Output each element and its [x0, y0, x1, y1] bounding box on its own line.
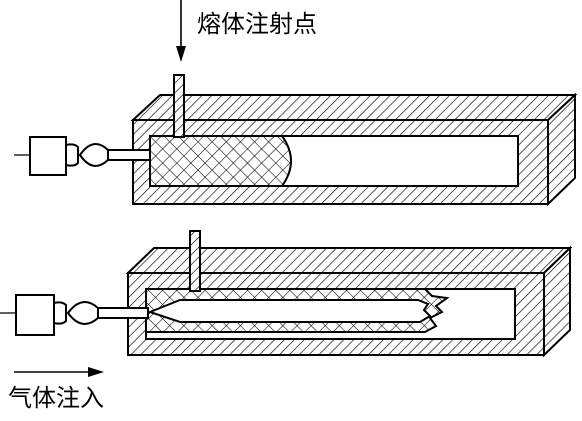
- hollow-gas-channel: [147, 299, 432, 323]
- melt-sprue-upper: [173, 74, 185, 138]
- nozzle-bulb-lower: [66, 301, 99, 325]
- melt-charge: [149, 135, 292, 187]
- nozzle-neck-upper: [65, 143, 79, 167]
- nozzle-bulb-upper: [78, 143, 109, 167]
- nozzle-neck-lower: [53, 301, 67, 325]
- nozzle-tip-lower: [97, 307, 149, 319]
- mold-lower: [125, 230, 573, 358]
- nozzle-body-lower: [15, 294, 55, 336]
- melt-injection-arrow-head: [176, 46, 186, 62]
- melt-sprue-lower: [189, 230, 201, 292]
- gas-injection-arrow: [14, 367, 104, 377]
- gas-injection-label: 气体注入: [8, 384, 104, 412]
- gas-nozzle-lower: [0, 294, 150, 336]
- melt-injection-point-label: 熔体注射点: [197, 10, 317, 38]
- gas-nozzle-upper: [14, 136, 151, 176]
- mold-upper: [130, 0, 578, 207]
- nozzle-tip-upper: [107, 149, 151, 161]
- gas-injection-arrow-head: [88, 367, 104, 377]
- nozzle-body-upper: [29, 136, 67, 176]
- mold-upper-top-face: [130, 94, 578, 121]
